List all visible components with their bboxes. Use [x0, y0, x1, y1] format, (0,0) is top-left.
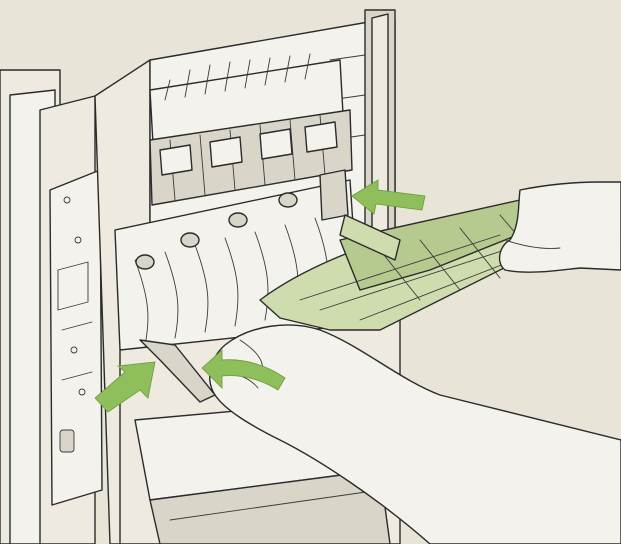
right-hand	[498, 181, 621, 273]
upper-paper-guides	[149, 53, 353, 206]
printer-left-panel	[0, 69, 115, 544]
push-in-arrow-top	[351, 179, 426, 215]
push-in-arrow-bottom-left	[94, 361, 156, 413]
rotate-lever-arrow	[201, 349, 286, 391]
duplex-unit	[259, 189, 581, 331]
